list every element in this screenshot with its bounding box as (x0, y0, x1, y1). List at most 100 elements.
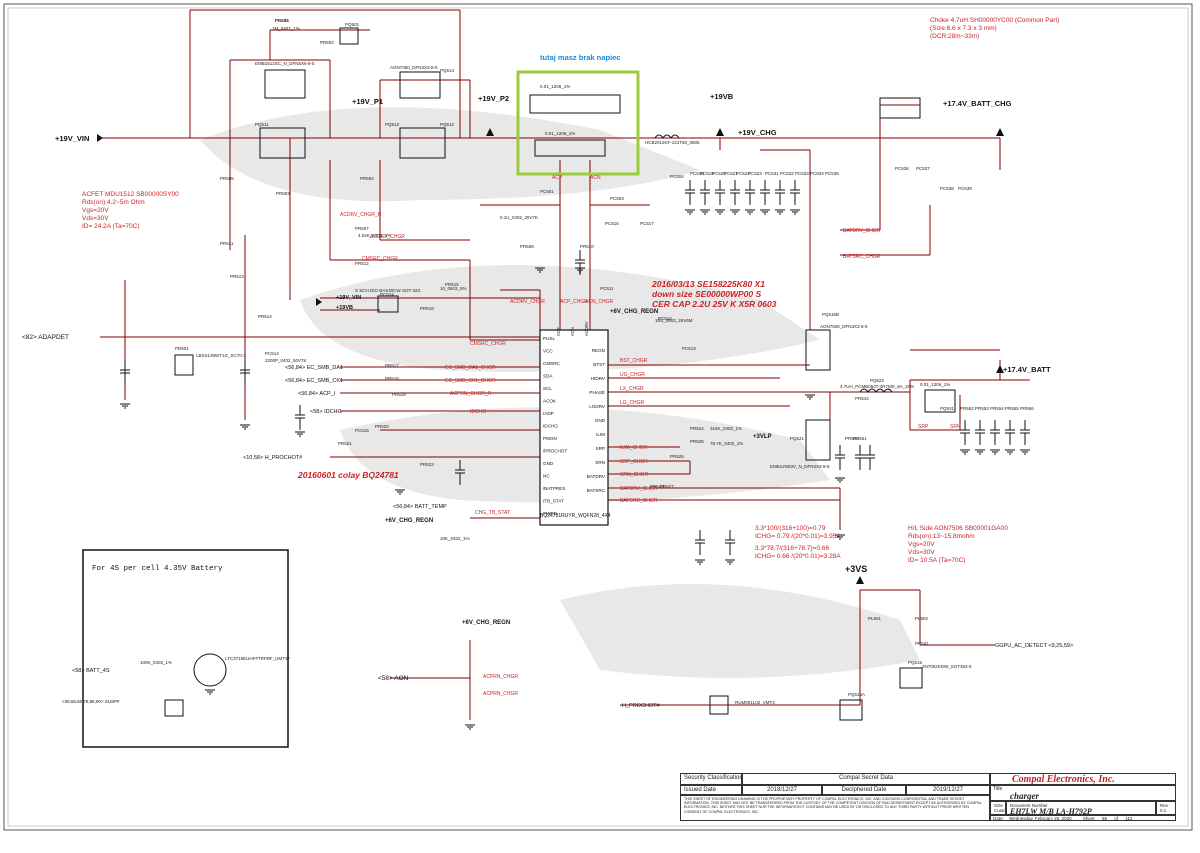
refdes-label: PC516 (605, 221, 619, 226)
net-label: BATDRV_CHGR (843, 228, 881, 234)
value-bead: HCB2012KF-121T50_0805 (645, 140, 700, 145)
note-choke-1: Choke 4.7uH SH00000YC00 (Common Part) (930, 17, 1059, 24)
ic-pin-left: /BATPRES (543, 486, 565, 491)
refdes-label: PL502 (915, 616, 929, 621)
refdes-label: PQ531 (940, 406, 955, 411)
ic-pin-left: GND (543, 461, 554, 466)
title-label: Title (993, 786, 1003, 792)
ic-pin-left: CMSRC (543, 361, 561, 366)
refdes-label: PQ521 (790, 436, 805, 441)
fet-pq503 (164, 699, 184, 717)
red-notes: Choke 4.7uH SH00000YC00 (Common Part) (S… (82, 17, 1059, 564)
refdes-label: PR521 (338, 441, 352, 446)
refdes-label: PC521 (724, 171, 738, 176)
value-res2: 4.02K_0402_1% (358, 233, 391, 238)
value-nfet: RUM001L02_VMT3 (735, 700, 775, 705)
refdes-label: PL501 (868, 616, 882, 621)
ic-pin-right: LODRV (589, 404, 606, 409)
part-values: 1M_0402_1% 0.01_1206_1% 0.01_1206_1% 0.0… (140, 26, 972, 705)
fet-pq516b (839, 699, 863, 721)
ic-pin-left: /TB_STAT (543, 499, 564, 504)
eco-notes: 2016/03/13 SE158225K80 X1 down size SE00… (297, 279, 777, 480)
fet-pq521 (805, 329, 831, 371)
refdes-label: PQ512 (440, 122, 455, 127)
size-cell: Size Custom (990, 801, 1006, 815)
ic-pin-left: VCC (543, 349, 553, 354)
refdes-label: PC522 (736, 171, 750, 176)
refdes-label: PR520 (375, 424, 389, 429)
refdes-label: PR501 (275, 18, 289, 23)
ic-pin-left: IADP (543, 411, 554, 416)
resistor-prs2 (534, 139, 606, 157)
note-choke-3: (DCR:28m~33m) (930, 33, 979, 40)
value-pr0402: 1M_0402_1% (272, 26, 300, 31)
refdes-label: PC503 (610, 196, 624, 201)
refdes-label: PC540 (275, 18, 289, 23)
fet-pq512 (399, 127, 446, 159)
note-choke-2: (Size:6.6 x 7.3 x 3 mm) (930, 25, 997, 32)
refdes-label: PR553 (975, 406, 989, 411)
docnum-label: Document Number (1010, 803, 1048, 808)
note-hside-1: H/L Side AON7506 SB00001GA00 (908, 525, 1008, 532)
refdes-label: PR502 (320, 40, 334, 45)
ic-pin-right: BATDRV (587, 474, 606, 479)
ic-pin-left: IDCHG (543, 424, 558, 429)
refdes-label: PC538 (940, 186, 954, 191)
company-name: Compal Electronics, Inc. (1012, 774, 1115, 785)
ic-pin-right: GND (595, 418, 606, 423)
net-label: ACDRV_CHGR (510, 299, 545, 305)
net-label: ACN_CHGR (585, 299, 613, 305)
note-eco2: 20160601 colay BQ24781 (297, 470, 399, 480)
net-19v-p1: +19V_P1 (352, 97, 383, 106)
security-label: Security Classification (680, 773, 742, 785)
port-batt-temp: <56,84> BATT_TEMP (393, 504, 447, 510)
refdes-label: PC501 (540, 189, 554, 194)
port-smb-da: <56,84> EC_SMB_DA1 (285, 365, 343, 371)
fet-pq514 (399, 71, 441, 99)
refdes-label: PR541 (915, 641, 929, 646)
refdes-label: PR511 (220, 241, 234, 246)
net-label: ACDRV_CHGR (370, 234, 405, 240)
value-res1: 10_0603_5% (440, 286, 467, 291)
rev-label: Rev (1160, 803, 1169, 808)
docnum-value: EH7LW M/B LA-H792P (1010, 807, 1092, 815)
net-label: ACP (552, 175, 563, 181)
refdes-label: PR513 (230, 274, 244, 279)
refdes-label: PC517 (640, 221, 654, 226)
title-block: Security Classification Compal Secret Da… (680, 773, 1176, 821)
refdes-label: PR515 (445, 282, 459, 287)
net-label: UG_CHGR (620, 372, 645, 378)
charger-ic-left-pins: PUSLVCCCMSRCSDASCLACOKIADPIDCHGPMON/PROC… (543, 336, 567, 516)
page-inner-frame (7, 7, 1189, 827)
size-label: Size (994, 803, 1003, 808)
refdes-label: PR523 (650, 484, 664, 489)
ic-pin-left: SDA (543, 374, 553, 379)
refdes-label: PR518 (385, 376, 399, 381)
note-acfet-3: Vgs=20V (82, 207, 109, 214)
net-label: LX_CHGR (620, 386, 644, 392)
refdes-label: PC523 (748, 171, 762, 176)
refdes-label: PR507 (355, 226, 369, 231)
value-fet4: EMB12N03V_N_DFN3X3-8-5 (770, 464, 830, 469)
note-calc1-1: 3.3*100/(316+100)=0.79 (755, 525, 826, 532)
value-fet3: AON7506_DFN3X3-8-5 (820, 324, 868, 329)
page-frame (3, 3, 1193, 831)
ic-pin-left: PMON (543, 436, 557, 441)
ic-pin-right: BATSRC (587, 488, 606, 493)
diode-pd501 (377, 295, 399, 313)
refdes-label: PC533 (795, 171, 809, 176)
net-label: CMSRC_CHGR (470, 341, 506, 347)
net-19vb-2: +19VB (336, 305, 353, 311)
power-net-labels: +19V_VIN +19V_P1 +19V_P2 +19VB +19V_CHG … (55, 92, 1051, 626)
note-hside-2: Rds(on):13~15.8mohm (908, 533, 975, 540)
port-h-prochot: H_PROCHOT# (622, 703, 661, 709)
net-label: ACPRN_CHGR (483, 691, 518, 697)
note-eco1-2: down size SE00000WP00 S (652, 289, 761, 299)
security-value: Compal Secret Data (742, 773, 990, 785)
refdes-label: PQ516A (848, 692, 865, 697)
ic-pin-left: PUSL (543, 336, 555, 341)
note-acfet-1: ACFET MDU1512 SB00000SY00 (82, 191, 179, 198)
